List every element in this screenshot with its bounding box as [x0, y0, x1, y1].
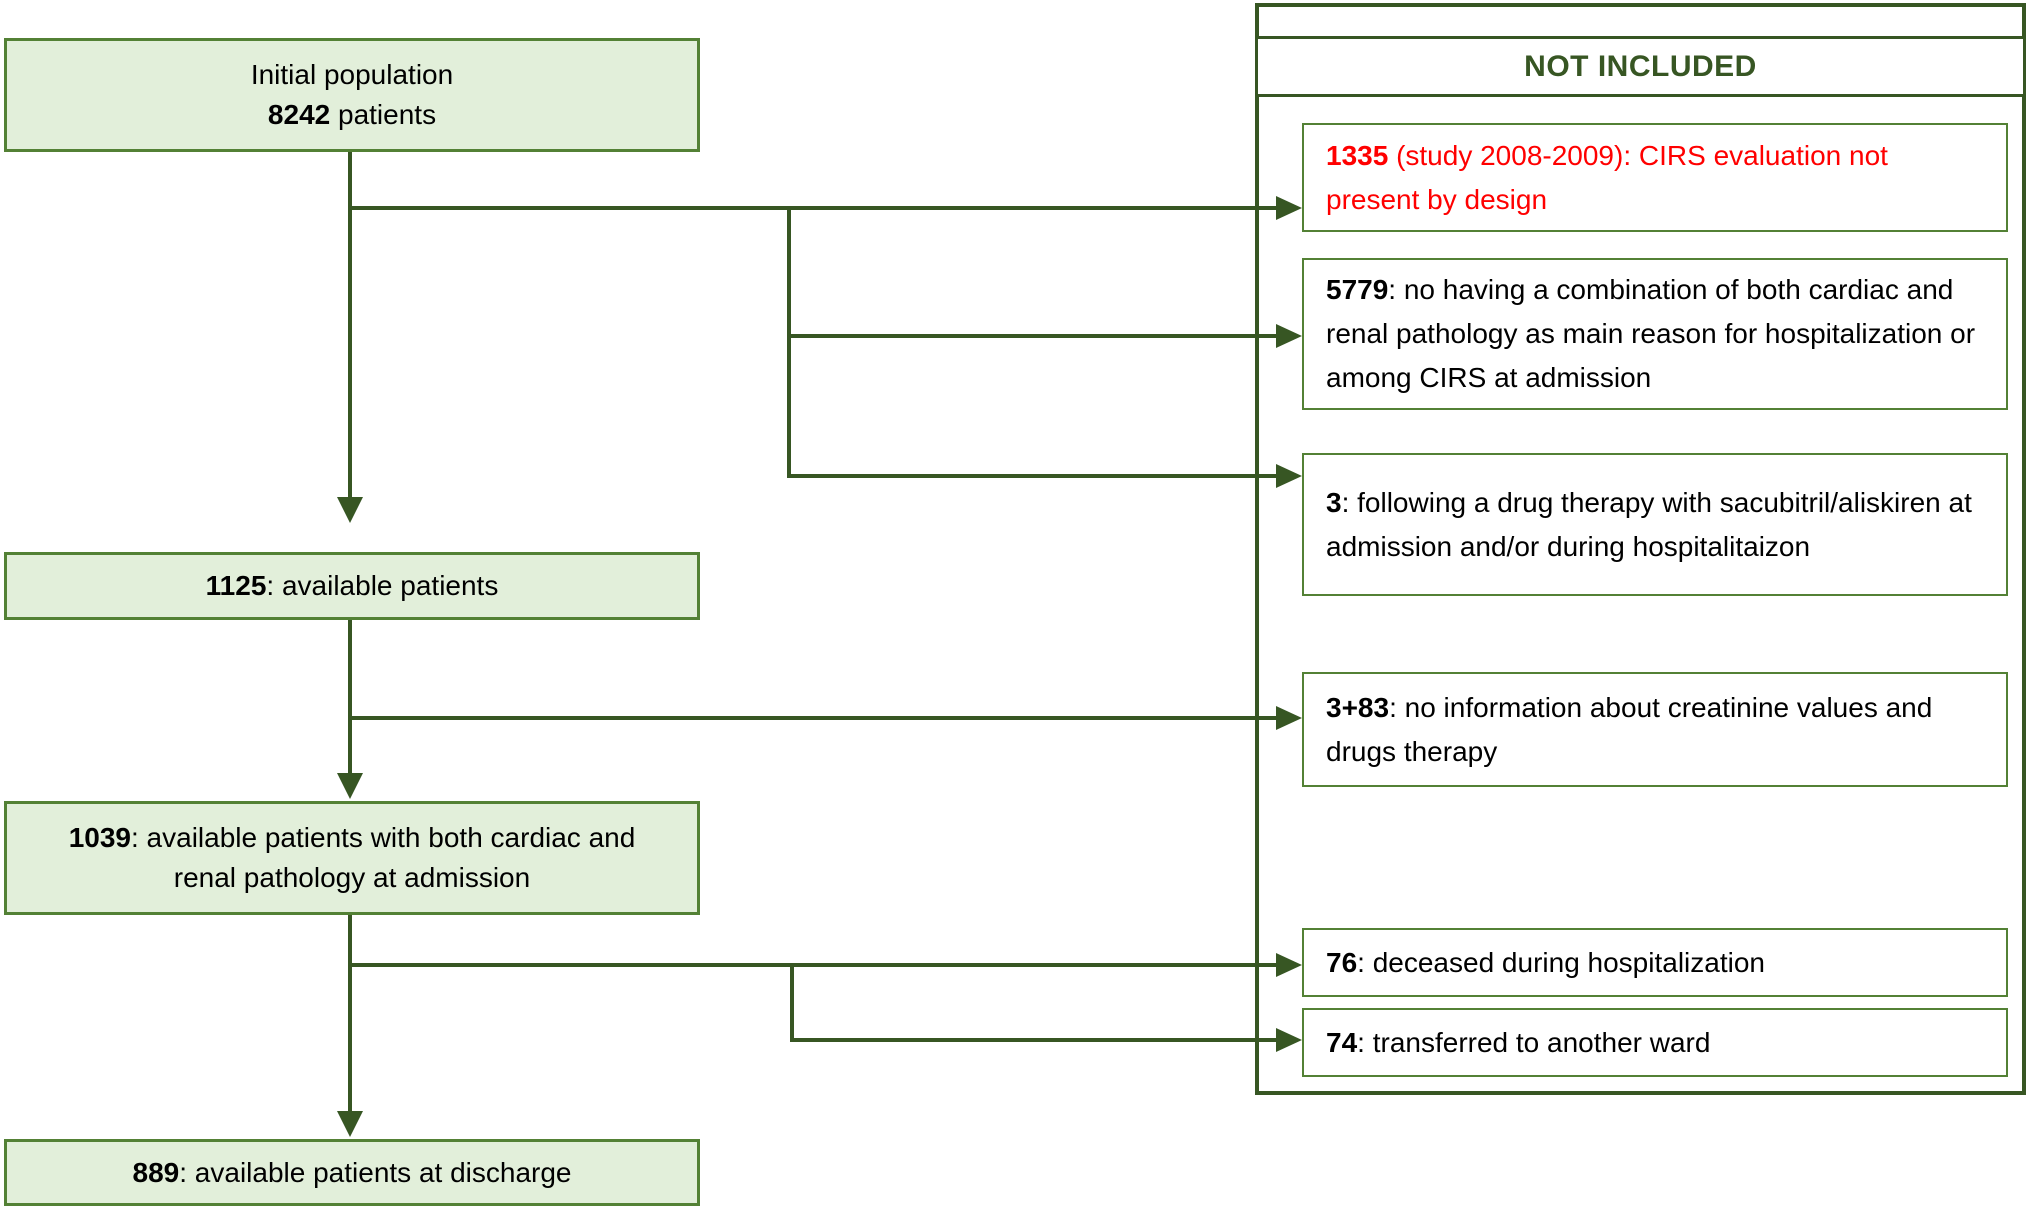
- arrowhead-down-available: [337, 497, 363, 523]
- connector-horizontal-3-83: [348, 716, 1276, 720]
- flow-box-discharge-patients: 889: available patients at discharge: [4, 1139, 700, 1206]
- cardiorenal-text1: : available patients with both cardiac a…: [130, 822, 636, 853]
- connector-horizontal-5779: [787, 334, 1276, 338]
- exclusion-box-76: 76: deceased during hospitalization: [1302, 928, 2008, 997]
- exclusion-5779-line: 5779: no having a combination of both ca…: [1326, 268, 1982, 400]
- connector-horizontal-76: [348, 963, 1276, 967]
- exclusion-box-74: 74: transferred to another ward: [1302, 1008, 2008, 1077]
- exclusion-74-text: : transferred to another ward: [1357, 1026, 1711, 1058]
- exclusion-3-83-line: 3+83: no information about creatinine va…: [1326, 686, 1982, 774]
- exclusion-3-line: 3: following a drug therapy with sacubit…: [1326, 481, 1982, 569]
- arrowhead-right-5779: [1276, 324, 1302, 348]
- exclusion-3-count: 3: [1326, 486, 1342, 518]
- connector-trunk-lower: [790, 963, 794, 1042]
- arrowhead-down-cardiorenal: [337, 773, 363, 799]
- discharge-text: : available patients at discharge: [179, 1156, 572, 1188]
- exclusion-76-line: 76: deceased during hospitalization: [1326, 941, 1982, 985]
- flow-box-available-patients: 1125: available patients: [4, 552, 700, 620]
- arrowhead-right-3-83: [1276, 706, 1302, 730]
- initial-population-line2: 8242 patients: [268, 95, 436, 135]
- connector-vertical-initial-to-available: [348, 152, 352, 497]
- exclusion-3-text: : following a drug therapy with sacubitr…: [1326, 486, 1972, 562]
- exclusion-74-count: 74: [1326, 1026, 1358, 1058]
- exclusion-76-text: : deceased during hospitalization: [1357, 946, 1765, 978]
- available-patients-line: 1125: available patients: [206, 566, 499, 606]
- connector-horizontal-1335: [348, 206, 1276, 210]
- not-included-header: NOT INCLUDED: [1255, 36, 2026, 97]
- flow-box-cardiorenal-patients: 1039: available patients with both cardi…: [4, 801, 700, 915]
- connector-horizontal-3: [787, 474, 1276, 478]
- exclusion-box-3-83: 3+83: no information about creatinine va…: [1302, 672, 2008, 787]
- available-patients-text: : available patients: [266, 570, 499, 601]
- arrowhead-right-3: [1276, 464, 1302, 488]
- exclusion-3-83-count: 3+83: [1326, 691, 1390, 723]
- arrowhead-right-1335: [1276, 196, 1302, 220]
- not-included-container: [1255, 3, 2026, 1095]
- arrowhead-down-discharge: [337, 1111, 363, 1137]
- arrowhead-right-76: [1276, 953, 1302, 977]
- discharge-count: 889: [132, 1156, 180, 1188]
- flow-box-initial-population: Initial population 8242 patients: [4, 38, 700, 152]
- exclusion-5779-count: 5779: [1326, 274, 1389, 305]
- available-patients-count: 1125: [205, 570, 267, 601]
- initial-population-unit: patients: [330, 99, 437, 130]
- exclusion-1335-count: 1335: [1326, 139, 1389, 171]
- initial-population-count: 8242: [267, 99, 331, 130]
- exclusion-box-1335: 1335 (study 2008-2009): CIRS evaluation …: [1302, 123, 2008, 232]
- cardiorenal-count: 1039: [68, 822, 131, 853]
- connector-trunk-upper: [787, 206, 791, 478]
- not-included-header-label: NOT INCLUDED: [1524, 49, 1757, 83]
- exclusion-3-83-text: : no information about creatinine values…: [1326, 691, 1933, 767]
- exclusion-1335-text: (study 2008-2009): CIRS evaluation not p…: [1326, 139, 1888, 215]
- discharge-line: 889: available patients at discharge: [133, 1153, 572, 1193]
- exclusion-5779-text: : no having a combination of both cardia…: [1326, 274, 1976, 393]
- connector-vertical-cardiorenal-to-discharge: [348, 915, 352, 1111]
- connector-vertical-available-to-cardiorenal: [348, 620, 352, 773]
- exclusion-74-line: 74: transferred to another ward: [1326, 1021, 1982, 1065]
- cardiorenal-line1: 1039: available patients with both cardi…: [69, 818, 636, 858]
- arrowhead-right-74: [1276, 1028, 1302, 1052]
- exclusion-1335-line: 1335 (study 2008-2009): CIRS evaluation …: [1326, 134, 1982, 222]
- exclusion-box-5779: 5779: no having a combination of both ca…: [1302, 258, 2008, 410]
- exclusion-76-count: 76: [1326, 946, 1358, 978]
- cardiorenal-text2: renal pathology at admission: [173, 862, 531, 893]
- exclusion-box-3: 3: following a drug therapy with sacubit…: [1302, 453, 2008, 596]
- initial-population-line1: Initial population: [250, 59, 454, 90]
- connector-horizontal-74: [790, 1038, 1276, 1042]
